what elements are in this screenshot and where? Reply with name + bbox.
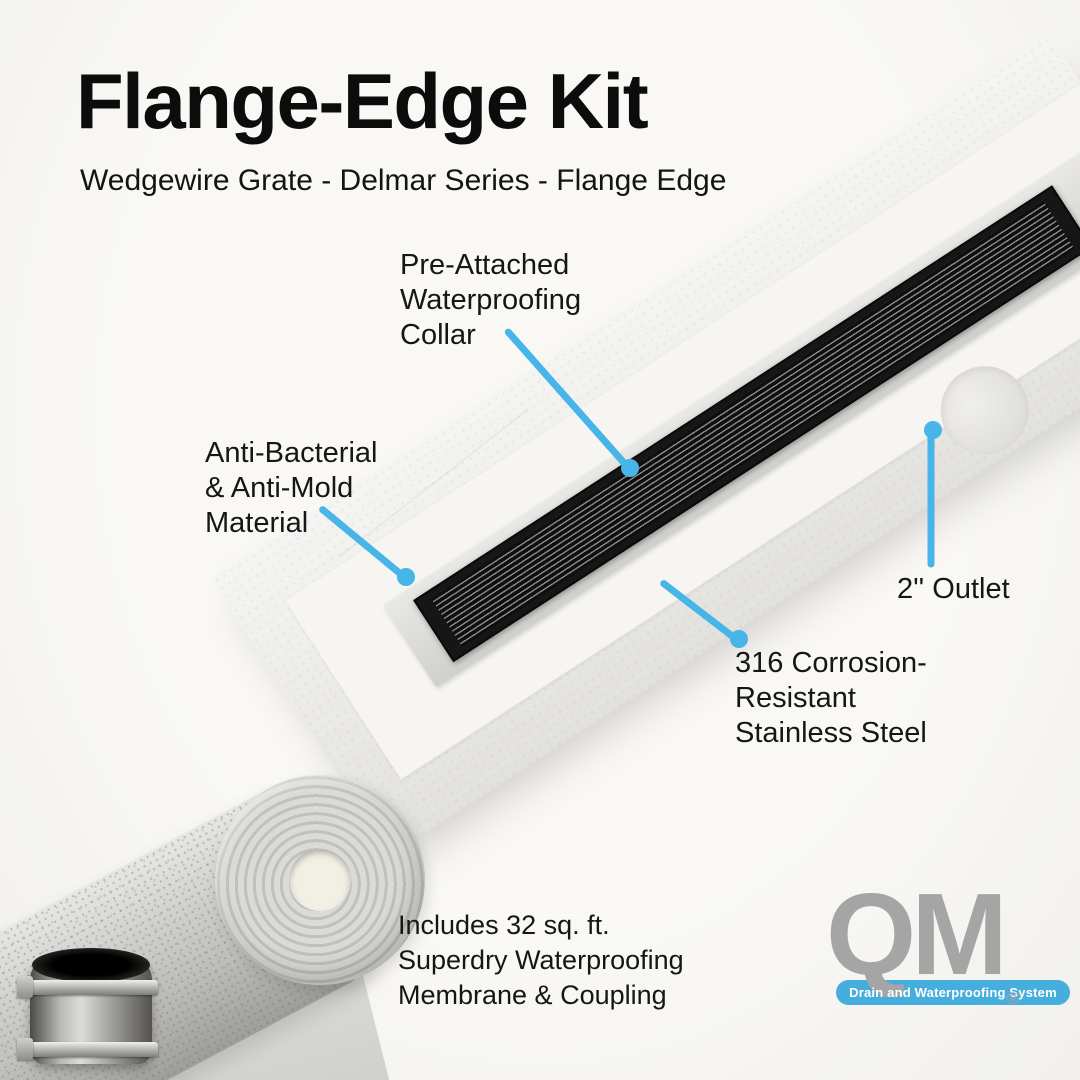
callout-line-text: 316 Corrosion- [735, 647, 927, 679]
note-line-text: Superdry Waterproofing [398, 945, 684, 976]
callout-line-text: & Anti-Mold [205, 471, 354, 504]
callout-line-text: Waterproofing [400, 283, 582, 316]
callout-anti-bacterial: Anti-Bacterial & Anti-Mold Material [205, 436, 377, 540]
qm-logo: QM® Drain and Waterproofing System [826, 876, 1076, 1007]
callout-line-text: Collar [400, 318, 476, 351]
callout-outlet: 2'' Outlet [897, 572, 1010, 607]
membrane-roll-end [215, 775, 425, 985]
callout-leader-line [927, 433, 935, 568]
hose-clamp-bottom [24, 1042, 158, 1057]
clamp-screw-top [17, 976, 33, 998]
note-line-text: Membrane & Coupling [398, 980, 667, 1011]
callout-stainless-steel: 316 Corrosion- Resistant Stainless Steel [735, 646, 927, 750]
callout-waterproofing-collar: Pre-Attached Waterproofing Collar [400, 248, 581, 352]
callout-line-text: Material [205, 506, 309, 539]
callout-line-text: Pre-Attached [400, 249, 570, 281]
membrane-note: Includes 32 sq. ft. Superdry Waterproofi… [398, 908, 684, 1013]
callout-dot [730, 630, 748, 648]
note-line-text: Includes 32 sq. ft. [398, 910, 610, 940]
qm-logo-letters: QM [826, 869, 1008, 999]
callout-dot [397, 568, 415, 586]
qm-logo-tagline-bar: Drain and Waterproofing System [836, 980, 1070, 1005]
callout-line-text: 2'' Outlet [897, 573, 1010, 605]
callout-line-text: Resistant [735, 681, 856, 714]
callout-line-text: Stainless Steel [735, 716, 927, 749]
callout-dot [924, 421, 942, 439]
page-subtitle: Wedgewire Grate - Delmar Series - Flange… [80, 164, 727, 197]
coupling-opening [32, 948, 150, 982]
hose-clamp-top [24, 980, 158, 995]
membrane-roll-core [289, 849, 351, 911]
pipe-coupling [17, 948, 158, 1066]
callout-line-text: Anti-Bacterial [205, 437, 378, 469]
registered-mark: ® [1006, 989, 1020, 1008]
callout-dot [621, 459, 639, 477]
qm-logo-text: QM® [826, 876, 1076, 1007]
page-title: Flange-Edge Kit [76, 57, 649, 145]
clamp-screw-bottom [17, 1038, 33, 1060]
